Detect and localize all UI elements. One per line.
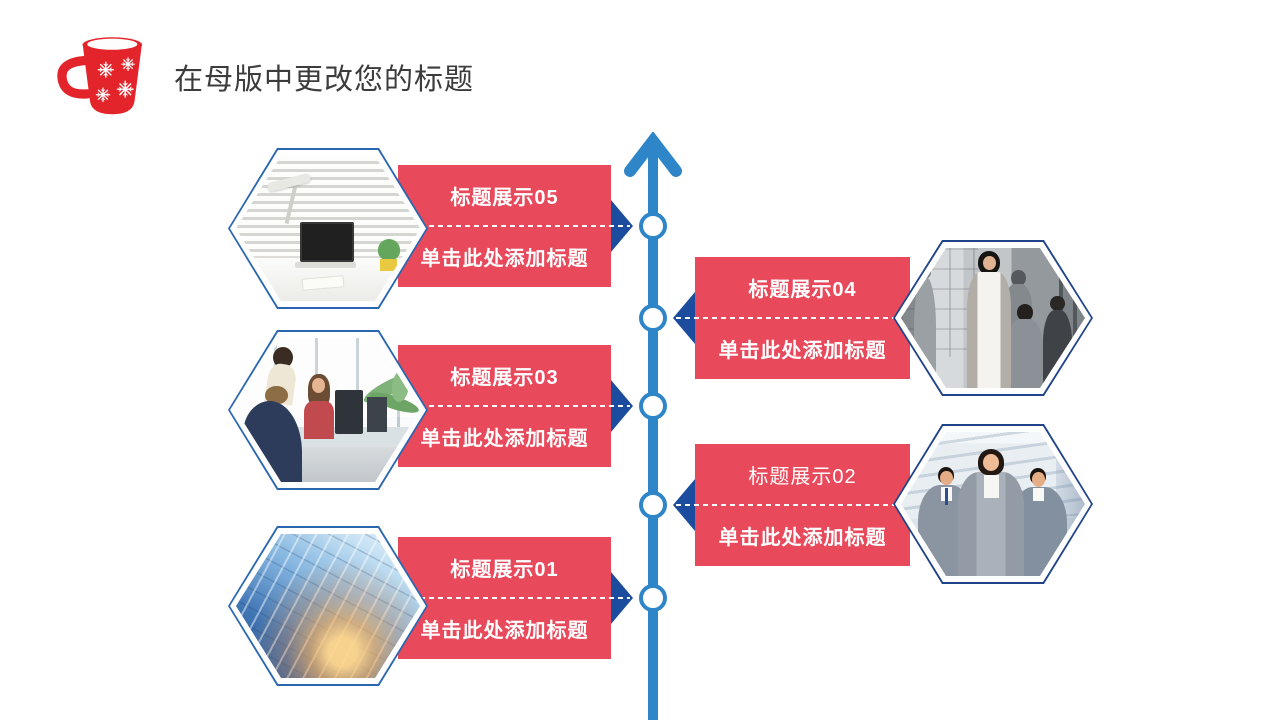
plant-pot-shape: [380, 258, 397, 271]
item-05-subtitle[interactable]: 单击此处添加标题: [420, 248, 589, 270]
hex-frame: [230, 332, 426, 488]
dashed-divider: [676, 504, 906, 506]
item-02-photo-hex[interactable]: [893, 424, 1093, 584]
hex-frame: [230, 150, 426, 307]
item-04-subtitle[interactable]: 单击此处添加标题: [718, 340, 887, 362]
timeline-node: [639, 212, 667, 240]
dashed-divider: [676, 317, 906, 319]
laptop-base-shape: [294, 261, 356, 268]
business-trio-image: [901, 432, 1085, 576]
hex-frame: [895, 426, 1091, 582]
timeline-arrow: [624, 132, 682, 720]
woman-face-shape: [982, 453, 1000, 471]
item-05-title[interactable]: 标题展示05: [450, 187, 559, 209]
item-01-banner[interactable]: 标题展示01 单击此处添加标题: [398, 537, 633, 659]
laptop-shape: [300, 221, 355, 262]
timeline-node: [639, 392, 667, 420]
monitor-shape: [335, 389, 363, 435]
item-02-banner[interactable]: 标题展示02 单击此处添加标题: [673, 444, 910, 566]
woman-body-shape: [967, 271, 1012, 388]
person-head-shape: [265, 385, 288, 405]
item-03-title[interactable]: 标题展示03: [450, 367, 559, 389]
item-03-subtitle[interactable]: 单击此处添加标题: [420, 428, 589, 450]
business-team-image: [901, 248, 1085, 388]
item-02-subtitle[interactable]: 单击此处添加标题: [718, 527, 887, 549]
item-05-photo-hex[interactable]: [228, 148, 428, 309]
shirt-shape: [1032, 488, 1044, 502]
monitor-shape: [366, 397, 387, 432]
item-01-photo-hex[interactable]: [228, 526, 428, 686]
glass-building-image: [236, 534, 420, 678]
plant-leaves-shape: [377, 238, 400, 261]
woman-face-shape: [982, 256, 996, 271]
person-head-shape: [1050, 295, 1065, 311]
office-meeting-image: [236, 338, 420, 482]
tie-shape: [944, 488, 949, 506]
office-desk-image: [236, 156, 420, 301]
item-04-title[interactable]: 标题展示04: [748, 279, 857, 301]
person-shape: [1042, 309, 1073, 388]
person-shape: [304, 401, 334, 439]
man-face-shape: [939, 470, 953, 486]
hex-frame: [230, 528, 426, 684]
person-head-shape: [1011, 270, 1027, 286]
person-head-shape: [1016, 304, 1034, 321]
timeline-node: [639, 304, 667, 332]
item-04-photo-hex[interactable]: [893, 240, 1093, 396]
dashed-divider: [402, 405, 630, 407]
item-04-banner[interactable]: 标题展示04 单击此处添加标题: [673, 257, 910, 379]
dashed-divider: [402, 597, 630, 599]
timeline-node: [639, 584, 667, 612]
blouse-shape: [983, 475, 999, 499]
item-01-subtitle[interactable]: 单击此处添加标题: [420, 620, 589, 642]
item-01-title[interactable]: 标题展示01: [450, 559, 559, 581]
dashed-divider: [402, 225, 630, 227]
person-shape: [913, 277, 936, 388]
item-05-banner[interactable]: 标题展示05 单击此处添加标题: [398, 165, 633, 287]
item-03-banner[interactable]: 标题展示03 单击此处添加标题: [398, 345, 633, 467]
person-shape: [1005, 319, 1043, 388]
mug-logo-icon: [57, 37, 142, 115]
hex-frame: [895, 242, 1091, 394]
person-face-shape: [312, 378, 326, 393]
page-title[interactable]: 在母版中更改您的标题: [174, 64, 475, 96]
timeline-node: [639, 491, 667, 519]
item-02-title[interactable]: 标题展示02: [748, 466, 857, 488]
man-face-shape: [1031, 472, 1045, 487]
